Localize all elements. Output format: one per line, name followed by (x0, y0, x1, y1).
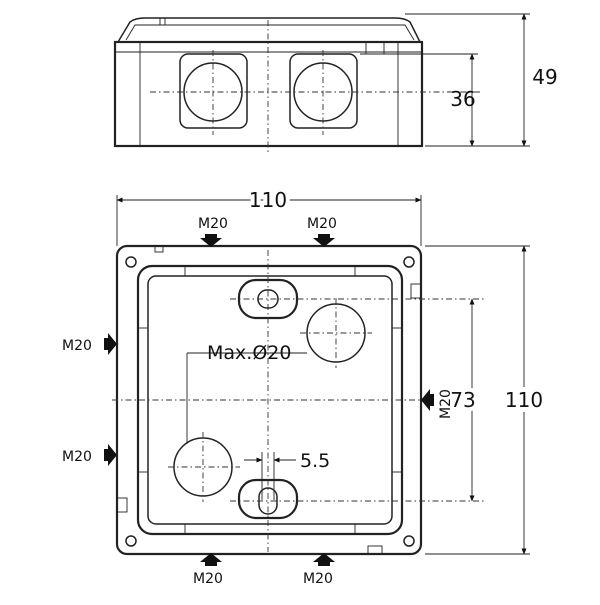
top-view: 110 (112, 184, 548, 556)
dim-label-36: 36 (450, 87, 475, 111)
corner-hole-bl (125, 535, 137, 547)
side-view: 36 49 (113, 13, 558, 155)
side-body-outline (113, 40, 424, 148)
entry-label-top-right: M20 (307, 216, 337, 232)
corner-hole-tr (403, 256, 415, 268)
tab-bottom-right (367, 545, 383, 555)
cable-entry-markers: M20 M20 M20 M20 M20 M20 M20 (62, 216, 454, 587)
dim-label-height: 110 (505, 388, 543, 412)
entry-arrow-top-left-icon (200, 234, 222, 247)
side-knockout-left (179, 53, 248, 129)
dim-label-width: 110 (249, 188, 287, 212)
dim-label-slot: 5.5 (300, 450, 330, 472)
entry-label-top-left: M20 (198, 216, 228, 232)
max-dia-label: Max.Ø20 (207, 342, 291, 364)
dim-label-73: 73 (450, 388, 475, 412)
entry-arrow-bottom-right-icon (313, 553, 335, 566)
entry-arrow-left-lower-icon (104, 444, 117, 466)
lid-outline (117, 17, 421, 43)
entry-arrow-left-upper-icon (104, 333, 117, 355)
tab-left-lower (116, 497, 128, 513)
box-inner-wall-outer (136, 264, 404, 536)
corner-hole-tl (125, 256, 137, 268)
corner-hole-br (403, 535, 415, 547)
entry-label-left-lower: M20 (62, 449, 92, 465)
dim-label-49: 49 (532, 65, 557, 89)
entry-arrow-top-right-icon (313, 234, 335, 247)
tab-right-upper (410, 283, 422, 299)
entry-label-left-upper: M20 (62, 338, 92, 354)
entry-arrow-bottom-left-icon (200, 553, 222, 566)
entry-arrow-right-icon (421, 389, 434, 411)
entry-label-bottom-left: M20 (193, 571, 223, 587)
lid-inner-outline (125, 24, 415, 41)
side-knockout-right (289, 53, 358, 129)
entry-label-bottom-right: M20 (303, 571, 333, 587)
entry-label-right: M20 (438, 389, 454, 419)
tab-top-left (154, 245, 164, 253)
